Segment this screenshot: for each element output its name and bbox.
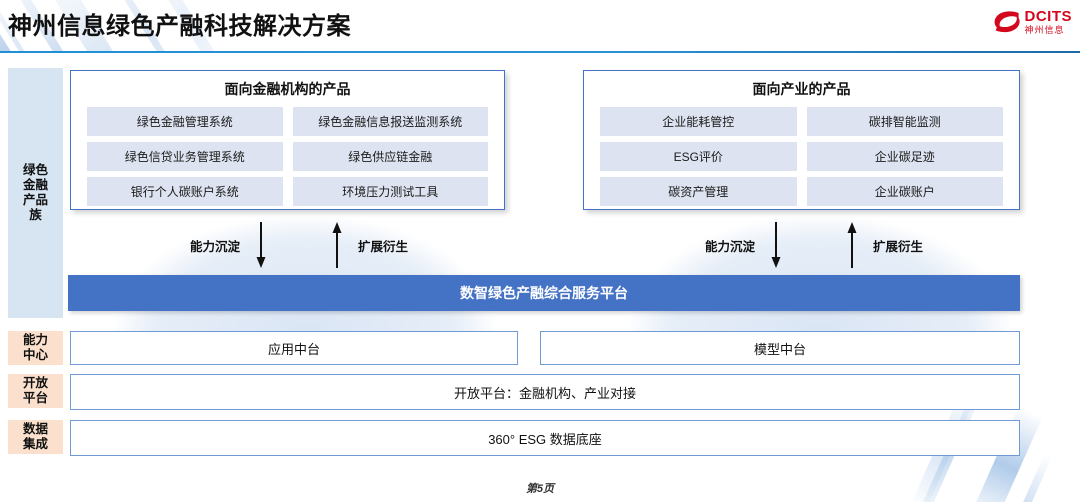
product-chip-grid: 绿色金融管理系统 绿色金融信息报送监测系统 绿色信贷业务管理系统 绿色供应链金融…: [71, 107, 504, 216]
product-chip[interactable]: 企业碳足迹: [806, 142, 1003, 171]
page-number: 第5页: [525, 483, 555, 495]
header-divider: [0, 51, 1080, 53]
logo-text-cn: 神州信息: [1024, 25, 1065, 35]
platform-bar[interactable]: 数智绿色产融综合服务平台: [68, 275, 1020, 311]
logo-text-block: DCITS 神州信息: [1025, 9, 1073, 35]
product-chip[interactable]: 企业能耗管控: [600, 107, 797, 136]
flow-label-down: 能力沉淀: [705, 239, 756, 254]
arrow-down-icon: [256, 222, 266, 268]
layer-box-label: 应用中台: [267, 341, 320, 357]
sidebar-item-capability-center[interactable]: 能力 中心: [8, 331, 63, 365]
sidebar-item-label: 开放 平台: [22, 375, 48, 405]
product-chip-grid: 企业能耗管控 碳排智能监测 ESG评价 企业碳足迹 碳资产管理 企业碳账户: [584, 107, 1019, 216]
layer-box-application-midend[interactable]: 应用中台: [70, 331, 518, 365]
sidebar-item-label: 绿色 金融 产品 族: [22, 162, 48, 223]
product-chip[interactable]: 碳资产管理: [600, 177, 797, 206]
swoosh-logo-icon: [994, 11, 1020, 33]
flow-group-left: 能力沉淀 扩展衍生: [190, 222, 408, 268]
product-chip[interactable]: 绿色供应链金融: [292, 142, 488, 171]
arrow-up-icon: [332, 222, 342, 268]
layer-box-open-platform[interactable]: 开放平台：金融机构、产业对接: [70, 374, 1020, 410]
header-background: [0, 0, 1080, 53]
layer-box-label: 开放平台：金融机构、产业对接: [453, 385, 636, 401]
product-chip[interactable]: 企业碳账户: [806, 177, 1003, 206]
product-chip[interactable]: ESG评价: [600, 142, 797, 171]
sidebar-item-product-family[interactable]: 绿色 金融 产品 族: [8, 68, 63, 318]
product-chip[interactable]: 绿色金融管理系统: [87, 107, 283, 136]
logo-text-en: DCITS: [1024, 8, 1072, 25]
product-chip[interactable]: 绿色信贷业务管理系统: [87, 142, 283, 171]
layer-box-label: 模型中台: [753, 341, 806, 357]
product-card-financial-institutions[interactable]: 面向金融机构的产品 绿色金融管理系统 绿色金融信息报送监测系统 绿色信贷业务管理…: [70, 70, 505, 210]
layer-box-label: 360° ESG 数据底座: [488, 431, 602, 447]
product-card-industry[interactable]: 面向产业的产品 企业能耗管控 碳排智能监测 ESG评价 企业碳足迹 碳资产管理 …: [583, 70, 1020, 210]
slide-header: 神州信息绿色产融科技解决方案 DCITS 神州信息: [0, 0, 1080, 53]
flow-label-down: 能力沉淀: [190, 239, 241, 254]
platform-bar-label: 数智绿色产融综合服务平台: [460, 285, 628, 301]
layer-box-model-midend[interactable]: 模型中台: [540, 331, 1020, 365]
page-title: 神州信息绿色产融科技解决方案: [8, 13, 351, 40]
card-title: 面向产业的产品: [752, 81, 851, 97]
layer-box-data-base[interactable]: 360° ESG 数据底座: [70, 420, 1020, 456]
product-chip[interactable]: 碳排智能监测: [806, 107, 1003, 136]
card-title: 面向金融机构的产品: [224, 81, 351, 97]
product-chip[interactable]: 绿色金融信息报送监测系统: [292, 107, 488, 136]
sidebar-item-open-platform[interactable]: 开放 平台: [8, 374, 63, 408]
sidebar-item-label: 能力 中心: [22, 332, 48, 362]
sidebar-item-label: 数据 集成: [22, 421, 48, 451]
flow-label-up: 扩展衍生: [873, 239, 924, 254]
sidebar-item-data-integration[interactable]: 数据 集成: [8, 420, 63, 454]
product-chip[interactable]: 银行个人碳账户系统: [87, 177, 283, 206]
arrow-up-icon: [847, 222, 857, 268]
arrow-down-icon: [771, 222, 781, 268]
brand-logo: DCITS 神州信息: [994, 9, 1073, 35]
flow-label-up: 扩展衍生: [358, 239, 409, 254]
flow-group-right: 能力沉淀 扩展衍生: [705, 222, 923, 268]
product-chip[interactable]: 环境压力测试工具: [292, 177, 488, 206]
